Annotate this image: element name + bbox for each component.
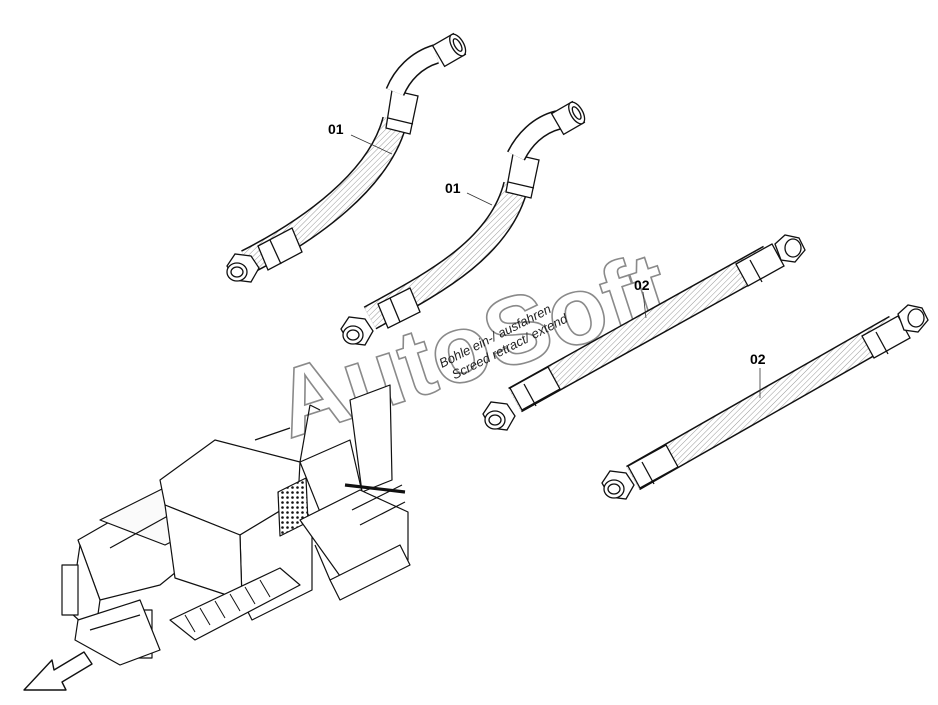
hose-01-second — [340, 100, 586, 346]
leader-line — [466, 192, 493, 206]
callout-label: 01 — [445, 180, 461, 196]
hose-02-upper — [482, 234, 806, 431]
callout-label: 01 — [328, 121, 344, 137]
travel-direction-arrow-icon — [23, 651, 93, 691]
callout-label: 02 — [634, 277, 650, 293]
callout-label: 02 — [750, 351, 766, 367]
paver-machine — [61, 384, 411, 666]
leader-line — [642, 291, 647, 319]
hose-02-lower — [601, 304, 929, 500]
leader-line — [350, 134, 393, 155]
hose-01-top — [226, 32, 467, 283]
